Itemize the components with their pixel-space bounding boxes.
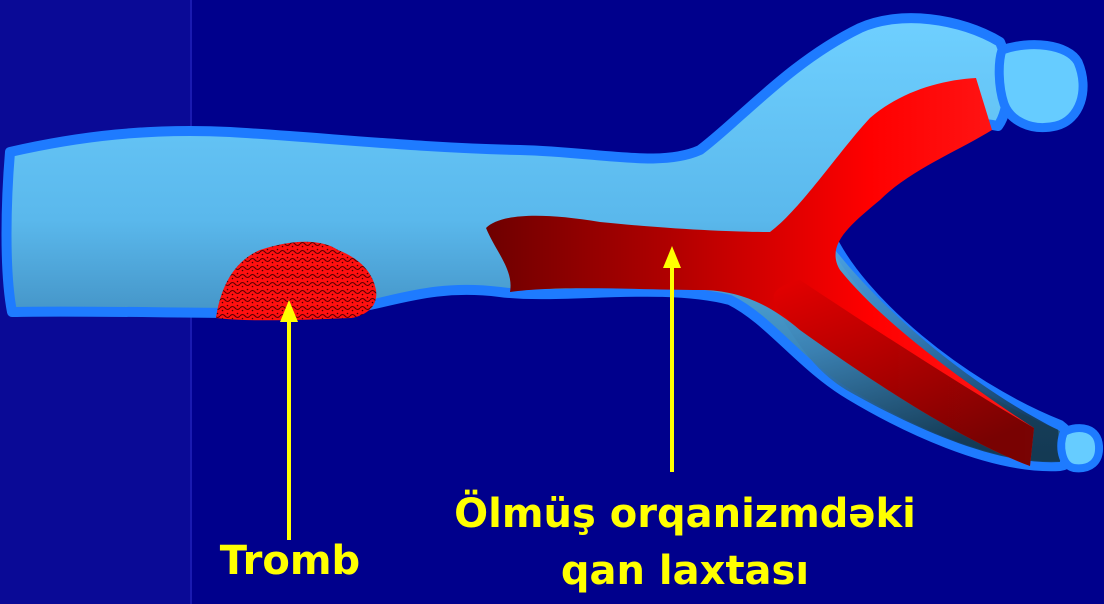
- tromb-label: Tromb: [205, 538, 375, 584]
- clot-label-line2: qan laxtası: [405, 548, 965, 594]
- vessel-upper-end: [999, 45, 1083, 128]
- clot-label-line1: Ölmüş orqanizmdəki: [405, 491, 965, 537]
- vessel-lower-end: [1061, 428, 1099, 468]
- tromb-arrow: [280, 300, 298, 540]
